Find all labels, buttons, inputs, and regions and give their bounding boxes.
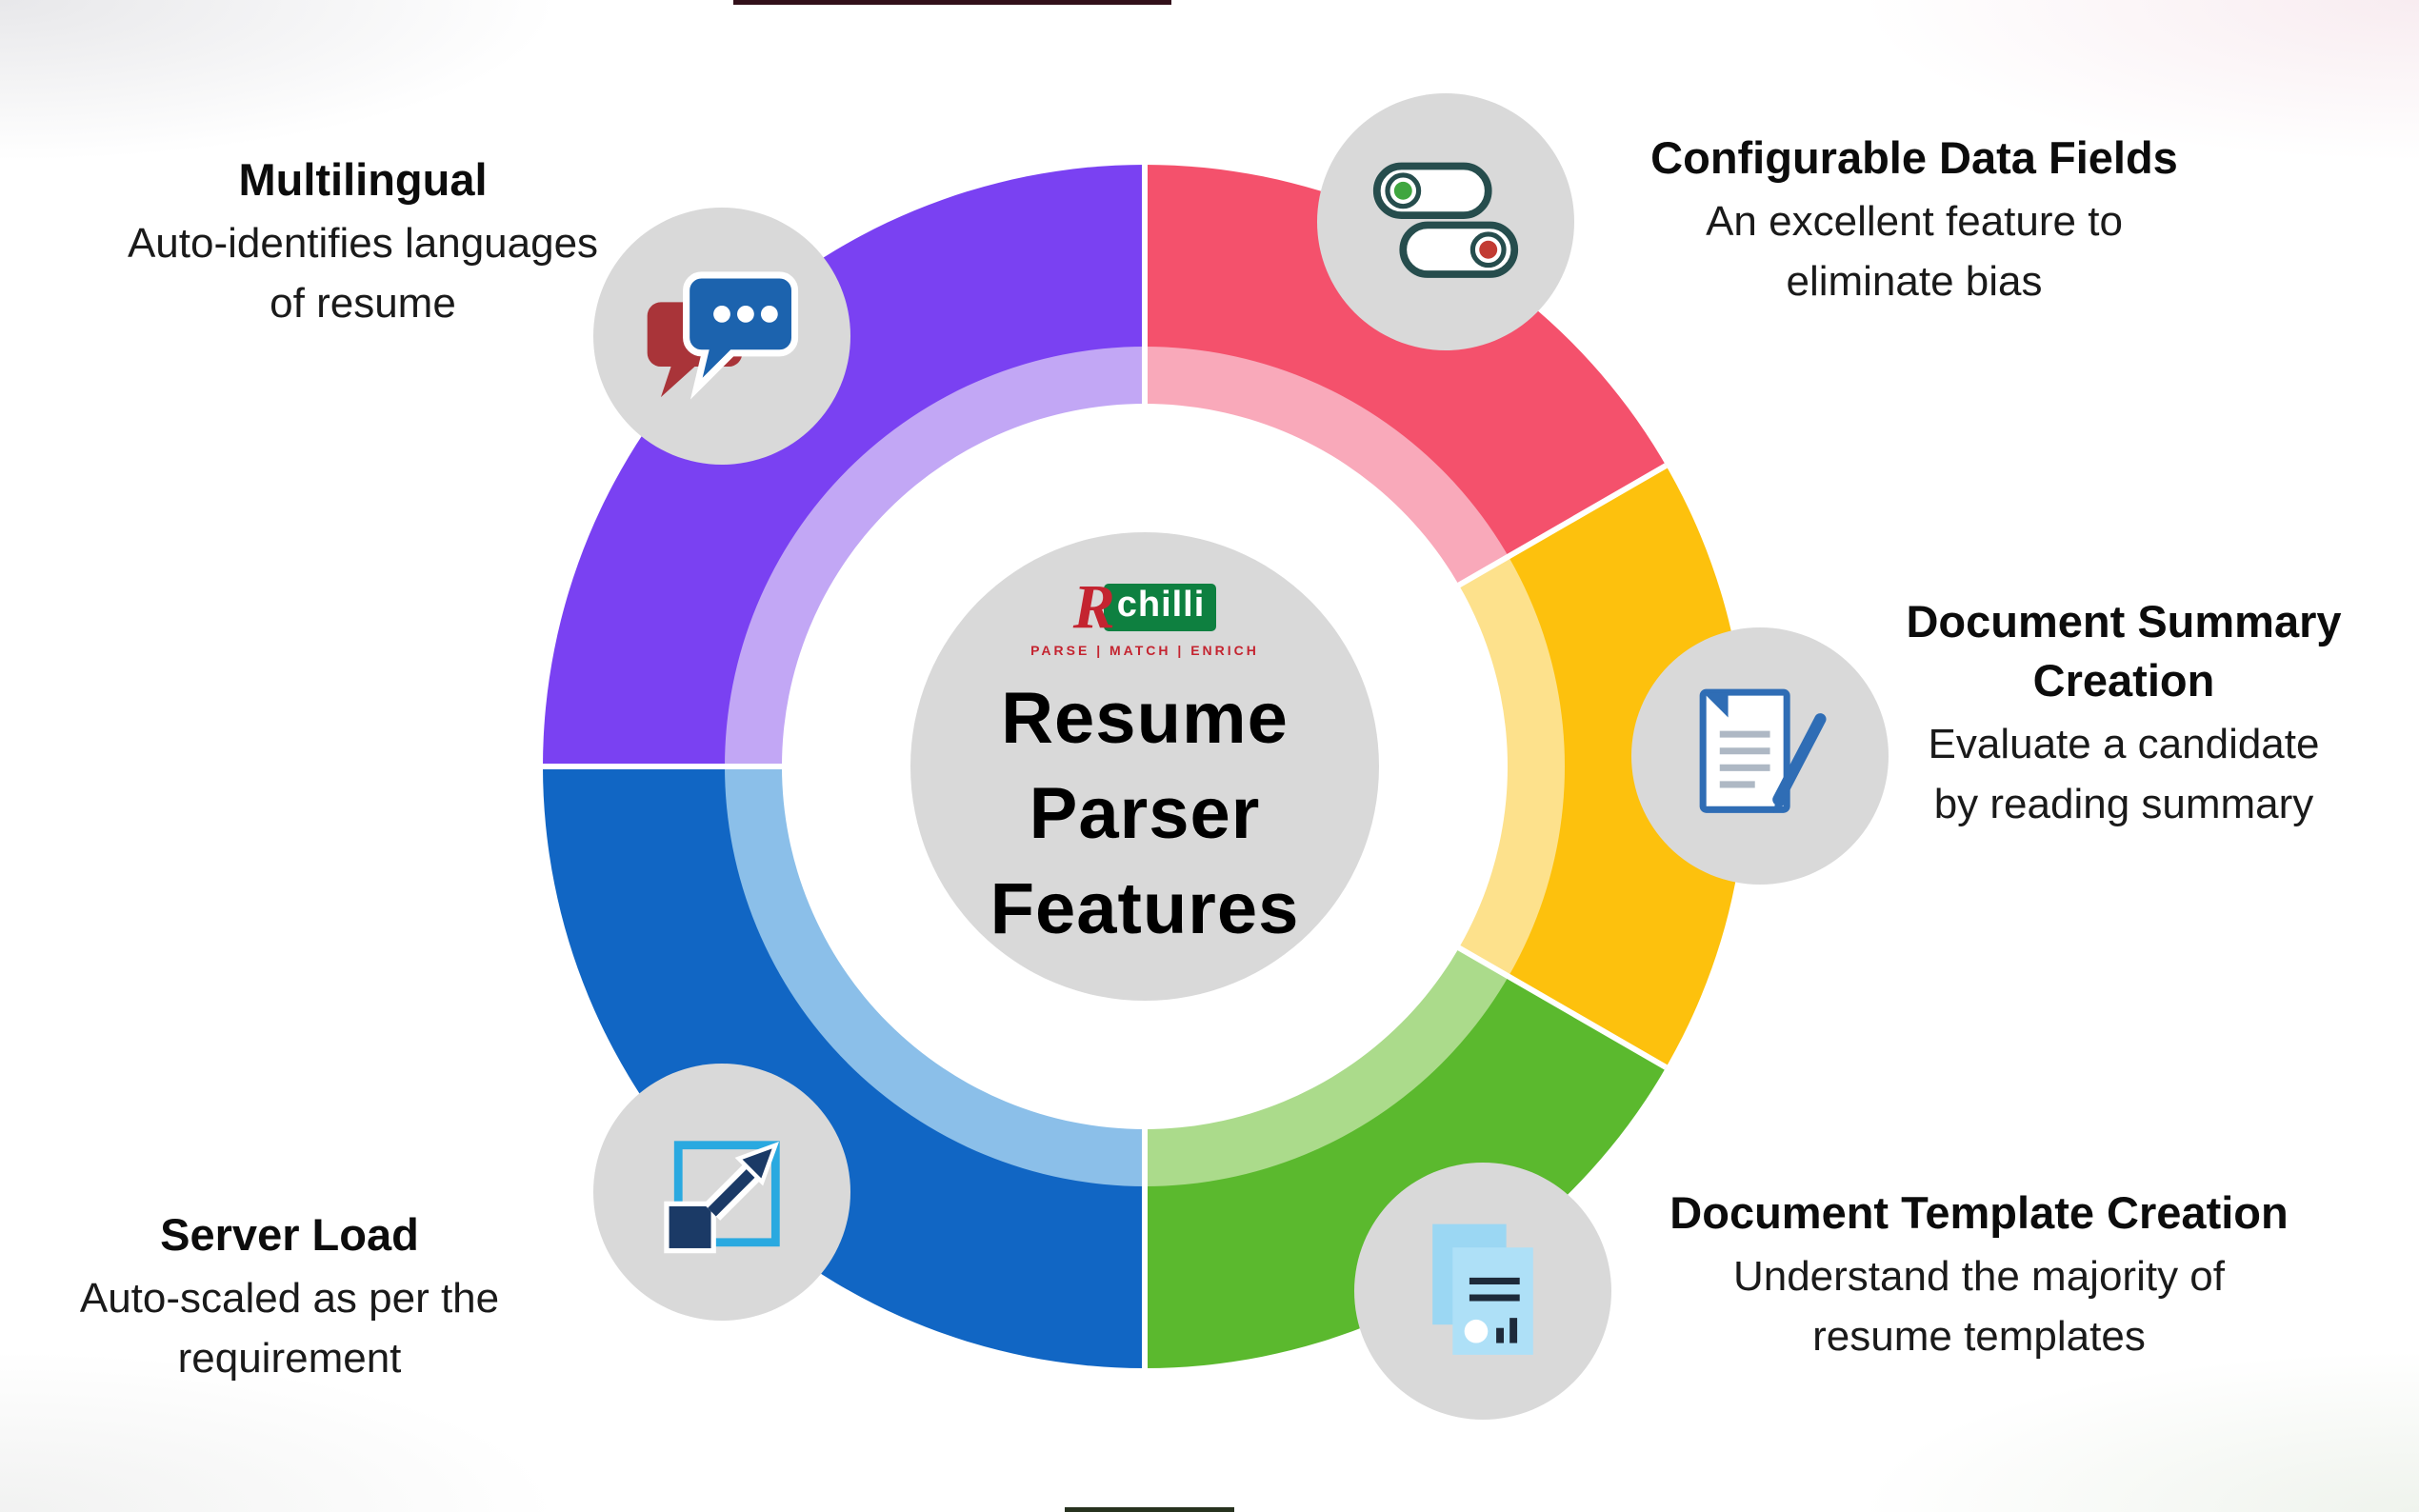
feature-title-line: Document Template Creation (1669, 1187, 2289, 1238)
configurable-data-fields-icon-badge (1317, 93, 1574, 350)
logo-wordmark: chilli (1103, 584, 1217, 631)
feature-title-line: Configurable Data Fields (1650, 132, 2178, 183)
document-pen-icon (1699, 688, 1827, 813)
center-title-line: Resume (1001, 678, 1289, 759)
center-hub: R chilli PARSE | MATCH | ENRICH Resume P… (910, 532, 1379, 1001)
logo-r-glyph: R (1072, 572, 1115, 642)
feature-title-line: Server Load (160, 1209, 419, 1260)
feature-desc-line: Understand the majority of (1732, 1253, 2226, 1300)
logo-tagline: PARSE | MATCH | ENRICH (1030, 643, 1259, 658)
top-edge-artifact (733, 0, 1171, 5)
feature-desc-line: An excellent feature to (1706, 198, 2123, 245)
feature-desc-line: Auto-identifies languages (127, 220, 599, 267)
document-stack-icon (1432, 1224, 1533, 1355)
feature-multilingual: Multilingual Auto-identifies languages o… (53, 150, 672, 333)
feature-title-line: Document Summary (1906, 596, 2342, 647)
chat-bubbles-icon (647, 271, 799, 400)
feature-desc-line: Evaluate a candidate (1928, 721, 2320, 767)
feature-desc-line: resume templates (1812, 1313, 2146, 1360)
feature-desc-line: eliminate bias (1786, 258, 2043, 305)
center-title-line: Features (990, 868, 1300, 949)
server-load-icon-badge (593, 1064, 850, 1321)
feature-configurable-data-fields: Configurable Data Fields An excellent fe… (1571, 129, 2257, 311)
feature-desc-line: Auto-scaled as per the (79, 1275, 500, 1322)
feature-title-line: Creation (2032, 655, 2215, 706)
scale-expand-icon (664, 1141, 780, 1254)
feature-desc-line: by reading summary (1933, 781, 2314, 827)
feature-document-template-creation: Document Template Creation Understand th… (1608, 1184, 2350, 1366)
document-summary-icon-badge (1631, 627, 1889, 885)
center-title: Resume Parser Features (990, 671, 1300, 957)
bottom-edge-artifact (1065, 1507, 1234, 1512)
rchilli-logo: R chilli PARSE | MATCH | ENRICH (1030, 572, 1259, 659)
feature-title-line: Multilingual (238, 154, 488, 205)
feature-desc-line: requirement (177, 1335, 402, 1382)
center-title-line: Parser (1029, 773, 1261, 854)
feature-desc-line: of resume (270, 280, 456, 327)
document-template-icon-badge (1354, 1163, 1611, 1420)
feature-document-summary-creation: Document Summary Creation Evaluate a can… (1848, 592, 2400, 834)
feature-server-load: Server Load Auto-scaled as per the requi… (0, 1205, 585, 1388)
multilingual-icon-badge (593, 208, 850, 465)
toggle-switches-icon (1372, 162, 1519, 278)
